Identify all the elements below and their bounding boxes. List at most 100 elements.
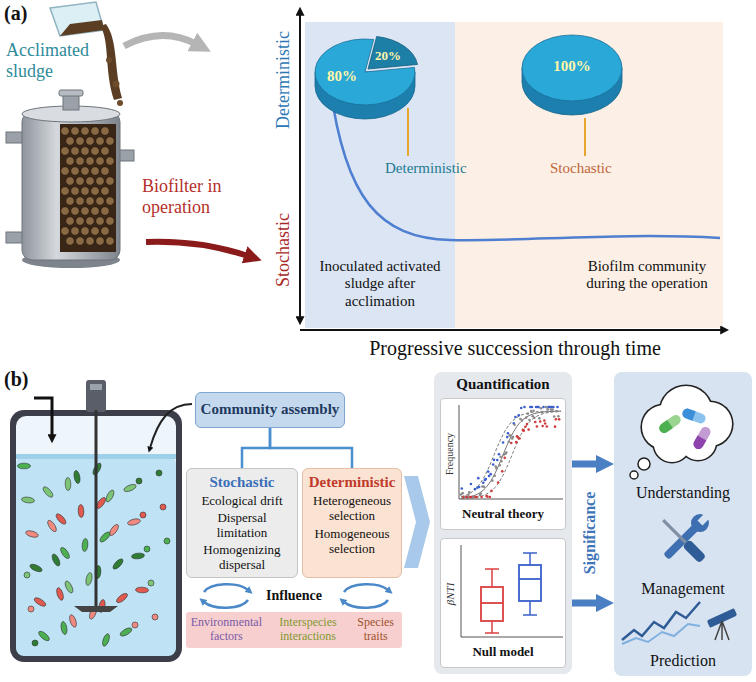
microbe-cell [18,462,171,647]
icon-caption: Biofilter in operation [142,176,254,217]
flow-arrow [124,35,196,46]
list-item: Heterogeneous selection [307,494,397,524]
biofilter-media [91,147,100,156]
significance-panel: UnderstandingManagementPrediction [614,372,752,676]
biofilter-media [66,177,75,186]
chart-graphic [541,425,544,428]
chart-graphic [543,419,546,422]
pie-graphic [522,35,622,101]
callout-label: Stochastic [550,160,612,177]
biofilter-media [101,227,110,236]
microbe-cell [51,553,62,567]
panel-label: (a) [4,2,27,25]
biofilter-media [61,127,70,136]
chart-graphic [478,486,481,489]
phase-text: Biofilm community during the operation [577,258,717,293]
outcome-label: Understanding [614,484,752,502]
chart-axis [300,329,722,331]
reactor-icon [34,398,52,436]
chart-graphic [541,411,544,414]
thought-icon [692,425,713,451]
chart-graphic [523,552,537,554]
method-panel: FrequencyNeutral theoryβNTINull modelQua… [434,372,572,674]
chart-graphic [552,406,555,409]
microbe-cell [115,592,129,604]
beaker-icon [60,20,104,36]
biofilter-media [86,197,95,206]
chart-graphic [523,406,526,409]
biofilter-media [86,177,95,186]
chart-graphic [499,455,502,458]
chart-graphic [480,496,483,499]
relation-label: Significance [581,492,599,575]
reactor-icon [95,410,98,606]
chart-graphic [542,406,545,409]
thought-icon [657,413,682,435]
microbe-cell [73,470,81,484]
chart-graphic [536,425,539,428]
chart-graphic [492,463,495,466]
leader-line [407,108,409,156]
thought-icon [681,407,707,425]
chart-graphic [506,436,509,439]
thought-icon [692,436,707,451]
microbe-cell [29,563,43,573]
chart-graphic [461,411,561,498]
chart-graphic [459,405,563,499]
biofilter-media [96,217,105,226]
microbe-cell [140,512,146,518]
thought-icon [654,426,690,462]
list-item: Dispersal limitation [191,511,293,541]
chart-graphic [539,420,542,423]
chart-graphic [524,426,527,429]
biofilter-media [101,207,110,216]
biofilter-media [61,127,115,246]
chart-graphic [489,496,492,499]
chart-graphic [536,406,539,409]
biofilter-media [81,207,90,216]
phase-text: Inoculated activated sludge after acclim… [311,258,449,310]
biofilter-icon [60,124,116,252]
chart-graphic [520,407,523,410]
biofilter-media [86,137,95,146]
chart-graphic [491,621,493,633]
biofilter-media [71,187,80,196]
biofilter-media [106,197,115,206]
chart-graphic [534,421,537,424]
chart-graphic [481,587,503,621]
box-title: Stochastic [191,474,293,491]
biofilter-media [61,167,70,176]
biofilter-media [71,227,80,236]
chart-graphic [518,437,521,440]
chart-graphic [544,422,547,425]
microbe-cell [28,606,34,612]
chart-graphic [497,481,500,484]
biofilter-media [61,147,70,156]
chart-graphic [529,601,531,615]
biofilter-media [61,227,70,236]
biofilter-media [106,177,115,186]
chart-graphic [517,414,520,417]
microbe-cell [160,504,166,510]
biofilter-media [101,127,110,136]
chart-graphic [515,441,518,444]
biofilter-media [106,217,115,226]
mechanism-box: DeterministicHeterogeneous selectionHomo… [302,468,402,578]
chart-graphic [512,436,515,439]
percent-label: 80% [319,68,365,85]
microbe-cell [78,504,84,517]
chart-graphic [466,496,469,499]
microbe-cell [55,587,64,601]
list-item: Homogeneous selection [307,527,397,557]
pie-chart: 80%20% [311,32,419,124]
chart-graphic [491,479,494,482]
phase-band-fill [305,22,723,328]
axis-label: Stochastic [273,213,294,287]
tools-icon [697,512,710,525]
biofilter-media [106,137,115,146]
chart-graphic [487,470,490,473]
chart-graphic [556,406,559,409]
box-title: Deterministic [307,474,397,491]
icon-caption: Acclimated sludge [6,40,98,81]
chart-graphic [530,410,533,413]
